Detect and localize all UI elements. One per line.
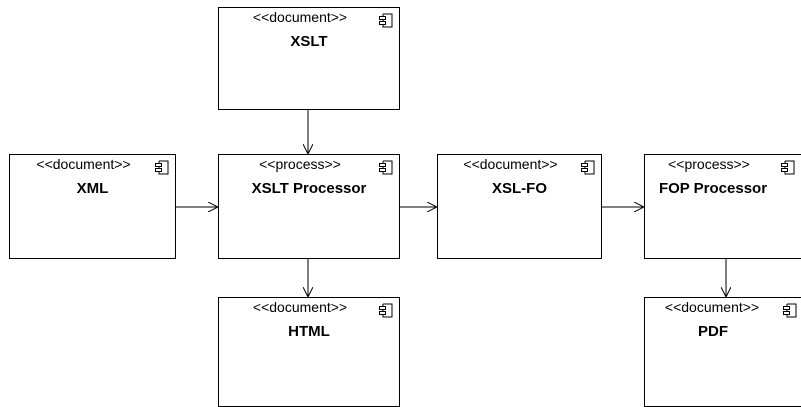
- component-icon: [581, 160, 595, 175]
- node-name: PDF: [698, 323, 728, 340]
- component-icon: [379, 303, 393, 318]
- node-name: XSLT: [290, 33, 328, 50]
- node-name: HTML: [288, 323, 330, 340]
- node-name: XSLT Processor: [251, 180, 367, 197]
- stereotype-label: <<document>>: [463, 156, 558, 172]
- stereotype-label: <<document>>: [36, 156, 131, 172]
- component-icon: [379, 13, 393, 28]
- component-icon: [379, 160, 393, 175]
- component-icon: [155, 160, 169, 175]
- stereotype-label: <<document>>: [252, 299, 348, 315]
- stereotype-label: <<document>>: [252, 9, 348, 25]
- node-name: XSL-FO: [492, 180, 547, 197]
- node-xsl-fo[interactable]: <<document>> XSL-FO: [437, 154, 602, 259]
- node-name: XML: [76, 180, 109, 197]
- stereotype-label: <<process>>: [668, 156, 750, 172]
- node-html[interactable]: <<document>> HTML: [218, 297, 400, 407]
- node-name: FOP Processor: [658, 180, 768, 197]
- component-icon: [783, 303, 797, 318]
- node-xslt[interactable]: <<document>> XSLT: [218, 7, 400, 110]
- node-fop-processor[interactable]: <<process>> FOP Processor: [644, 154, 801, 259]
- node-xslt-processor[interactable]: <<process>> XSLT Processor: [218, 154, 400, 259]
- stereotype-label: <<document>>: [664, 299, 760, 315]
- node-xml[interactable]: <<document>> XML: [9, 154, 176, 259]
- connectors: [176, 110, 801, 297]
- component-icon: [781, 160, 795, 175]
- stereotype-label: <<process>>: [259, 156, 341, 172]
- node-pdf[interactable]: <<document>> PDF: [644, 297, 801, 407]
